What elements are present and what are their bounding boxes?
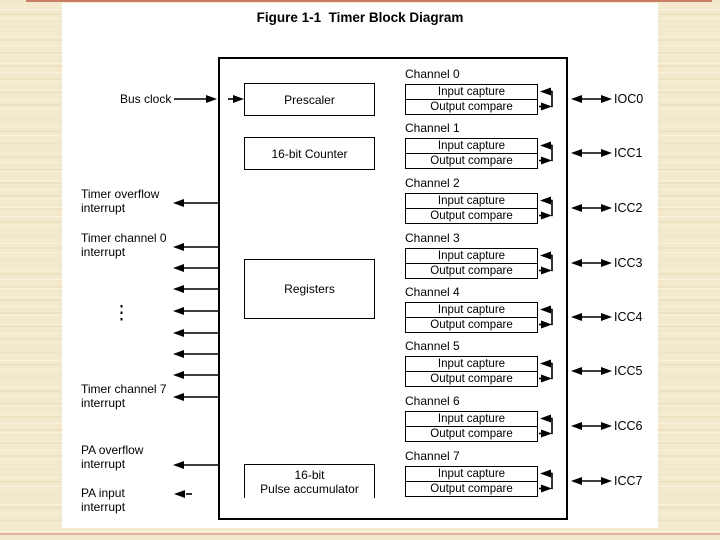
timer-overflow-interrupt-label: Timer overflow interrupt [81, 187, 160, 215]
output-compare-cell: Output compare [406, 263, 537, 278]
channel-box: Input capture Output compare [405, 248, 538, 279]
channel-group-7: Channel 7 Input capture Output compare [405, 450, 538, 497]
output-compare-cell: Output compare [406, 153, 537, 168]
output-compare-cell: Output compare [406, 371, 537, 386]
channel-group-0: Channel 0 Input capture Output compare [405, 68, 538, 115]
input-capture-cell: Input capture [437, 86, 506, 98]
channel-group-4: Channel 4 Input capture Output compare [405, 286, 538, 333]
pin-label-icc6: ICC6 [614, 419, 643, 433]
channel-group-5: Channel 5 Input capture Output compare [405, 340, 538, 387]
channel-box: Input capture Output compare [405, 84, 538, 115]
output-compare-cell: Output compare [406, 99, 537, 114]
channel-label: Channel 7 [405, 449, 460, 463]
channel-box: Input capture Output compare [405, 193, 538, 224]
channel-label: Channel 0 [405, 67, 460, 81]
channel-group-6: Channel 6 Input capture Output compare [405, 395, 538, 442]
channel-label: Channel 6 [405, 394, 460, 408]
channel-box: Input capture Output compare [405, 411, 538, 442]
timer-channel0-interrupt-label: Timer channel 0 interrupt [81, 231, 167, 259]
registers-block: Registers [244, 259, 375, 319]
pin-label-icc7: ICC7 [614, 474, 643, 488]
channel-box: Input capture Output compare [405, 466, 538, 497]
pin-label-icc5: ICC5 [614, 364, 643, 378]
counter-block: 16-bit Counter [244, 137, 375, 170]
prescaler-block: Prescaler [244, 83, 375, 116]
channel-group-2: Channel 2 Input capture Output compare [405, 177, 538, 224]
channel-label: Channel 4 [405, 285, 460, 299]
channel-box: Input capture Output compare [405, 302, 538, 333]
output-compare-cell: Output compare [406, 317, 537, 332]
figure-title: Figure 1-1 Timer Block Diagram [256, 10, 464, 25]
pin-label-icc3: ICC3 [614, 256, 643, 270]
bus-clock-label: Bus clock [120, 92, 172, 106]
channel-box: Input capture Output compare [405, 356, 538, 387]
input-capture-cell: Input capture [437, 250, 506, 262]
channel-label: Channel 2 [405, 176, 460, 190]
channel-label: Channel 5 [405, 339, 460, 353]
pin-label-ioc0: IOC0 [614, 92, 644, 106]
output-compare-cell: Output compare [406, 208, 537, 223]
channel-label: Channel 1 [405, 121, 460, 135]
input-capture-cell: Input capture [437, 140, 506, 152]
input-capture-cell: Input capture [437, 413, 506, 425]
timer-channel7-interrupt-label: Timer channel 7 interrupt [81, 382, 167, 410]
pa-overflow-interrupt-label: PA overflow interrupt [81, 443, 144, 471]
input-capture-cell: Input capture [437, 304, 506, 316]
input-capture-cell: Input capture [437, 468, 506, 480]
output-compare-cell: Output compare [406, 481, 537, 496]
input-capture-cell: Input capture [437, 195, 506, 207]
pin-label-icc4: ICC4 [614, 310, 643, 324]
vertical-ellipsis: ⋮ [112, 303, 131, 324]
pa-input-interrupt-label: PA input interrupt [81, 486, 126, 514]
channel-group-1: Channel 1 Input capture Output compare [405, 122, 538, 169]
channel-group-3: Channel 3 Input capture Output compare [405, 232, 538, 279]
pin-label-icc2: ICC2 [614, 201, 643, 215]
channel-label: Channel 3 [405, 231, 460, 245]
input-capture-cell: Input capture [437, 358, 506, 370]
pin-label-icc1: ICC1 [614, 146, 643, 160]
bottom-accent-streak [0, 533, 720, 535]
channel-box: Input capture Output compare [405, 138, 538, 169]
top-accent-streak [26, 0, 712, 2]
pulse-accumulator-block: 16-bit Pulse accumulator [244, 464, 375, 498]
output-compare-cell: Output compare [406, 426, 537, 441]
